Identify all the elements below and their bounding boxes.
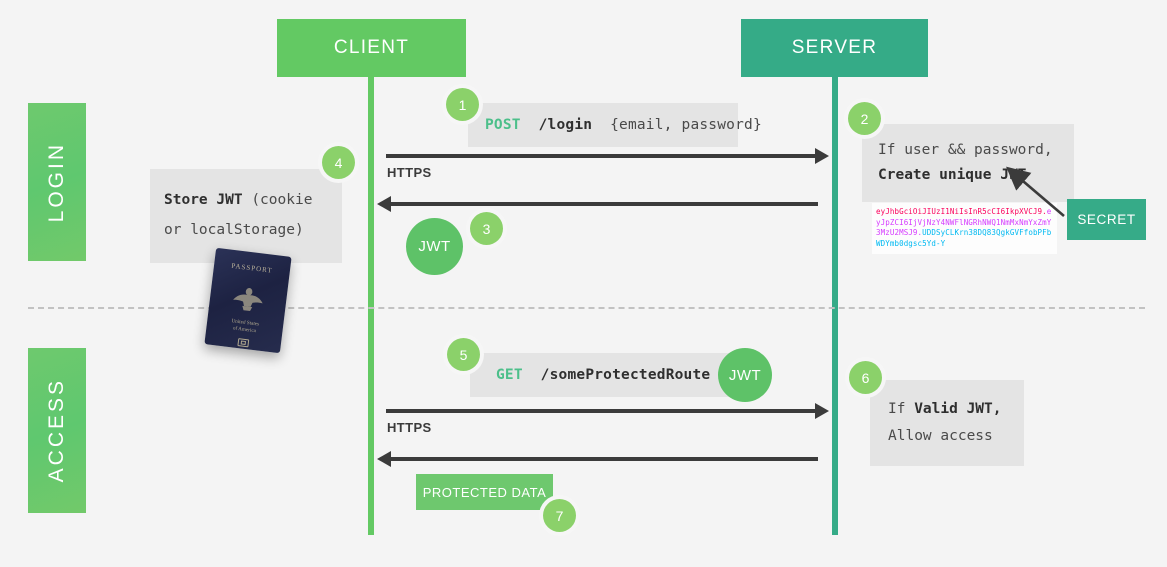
arrow-client-to-server-login [386, 154, 816, 158]
jwt-token-string: eyJhbGciOiJIUzI1NiIsInR5cCI6IkpXVCJ9.eyJ… [872, 203, 1057, 254]
step-badge-1: 1 [446, 88, 479, 121]
create-jwt-line-2: Create unique JWT [878, 167, 1027, 183]
arrow-server-to-client-access [390, 457, 818, 461]
arrow-client-to-server-access [386, 409, 816, 413]
spacer [592, 117, 610, 133]
passport-emblem-icon [233, 288, 263, 312]
http-verb-post: POST [485, 117, 521, 133]
lifeline-client [368, 77, 374, 535]
http-verb-get: GET [496, 367, 523, 383]
transport-label-access: HTTPS [387, 420, 432, 435]
jwt-badge-request: JWT [718, 348, 772, 402]
passport-title: PASSPORT [230, 261, 274, 275]
access-path: /someProtectedRoute [540, 367, 711, 383]
validate-jwt-prefix: If [888, 401, 915, 417]
phase-divider [28, 307, 1145, 309]
step-badge-7: 7 [543, 499, 576, 532]
actor-header-client: CLIENT [277, 19, 466, 77]
phase-bar-login: LOGIN [28, 103, 86, 261]
actor-header-server: SERVER [741, 19, 928, 77]
step-badge-4: 4 [322, 146, 355, 179]
login-body: {email, password} [610, 117, 762, 133]
jwt-signature-segment: UDDSyCLKrn38DQ83QgkGVFfobPFbWDYmb0dgsc5Y… [876, 228, 1052, 248]
step-badge-3: 3 [470, 212, 503, 245]
store-jwt-rest: (cookie [251, 192, 313, 208]
phase-bar-access: ACCESS [28, 348, 86, 513]
store-jwt-line-1: Store JWT (cookie [164, 185, 342, 215]
phase-label-access: ACCESS [45, 378, 68, 483]
spacer [523, 367, 541, 383]
note-validate-jwt: If Valid JWT, Allow access [870, 380, 1024, 466]
lifeline-server [832, 77, 838, 535]
message-login-request: POST /login {email, password} [468, 103, 762, 147]
validate-jwt-line-1: If Valid JWT, [888, 396, 1024, 423]
create-jwt-line-1: If user && password, [878, 142, 1053, 158]
token-pointer-arrow-icon [1006, 166, 1065, 217]
secret-badge: SECRET [1067, 199, 1146, 240]
note-store-jwt: Store JWT (cookie or localStorage) [150, 169, 342, 263]
jwt-dot-2: . [917, 228, 923, 237]
protected-data-chip: PROTECTED DATA [416, 474, 553, 510]
validate-jwt-line-2: Allow access [888, 428, 993, 444]
step-badge-2: 2 [848, 102, 881, 135]
jwt-dot-1: . [1042, 207, 1047, 216]
message-access-request: GET /someProtectedRoute [470, 353, 730, 397]
store-jwt-line-2: or localStorage) [164, 222, 304, 238]
login-path: /login [538, 117, 593, 133]
jwt-header-segment: eyJhbGciOiJIUzI1NiIsInR5cCI6IkpXVCJ9 [876, 207, 1043, 216]
validate-jwt-bold: Valid JWT, [914, 401, 1002, 417]
jwt-badge-client: JWT [406, 218, 463, 275]
step-badge-5: 5 [447, 338, 480, 371]
passport-chip-icon [236, 338, 249, 348]
step-badge-6: 6 [849, 361, 882, 394]
note-create-jwt: If user && password, Create unique JWT [862, 124, 1074, 202]
spacer [521, 117, 539, 133]
transport-label-login: HTTPS [387, 165, 432, 180]
jwt-payload-segment: eyJpZCI6IjVjNzY4NWFlNGRhNWQ1NmMxNmYxZmY3… [876, 207, 1052, 237]
arrow-server-to-client-login [390, 202, 818, 206]
phase-label-login: LOGIN [45, 141, 68, 223]
store-jwt-bold: Store JWT [164, 192, 243, 208]
